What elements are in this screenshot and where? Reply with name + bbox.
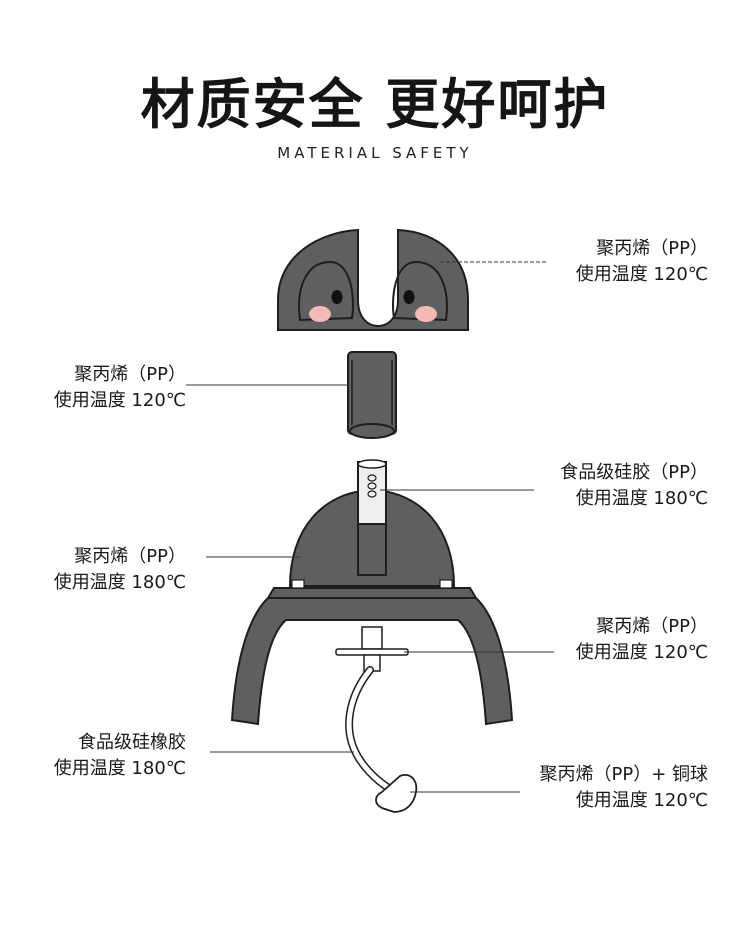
- page-subtitle: MATERIAL SAFETY: [277, 144, 473, 162]
- weight-label: 聚丙烯（PP）+ 铜球 使用温度 120℃: [500, 762, 708, 814]
- sleeve-label: 聚丙烯（PP） 使用温度 120℃: [20, 362, 186, 414]
- left-eye-icon: [331, 290, 343, 304]
- sleeve-part: [347, 351, 397, 439]
- sleeve-material: 聚丙烯（PP）: [74, 364, 186, 385]
- straw-temperature: 使用温度 180℃: [575, 488, 708, 509]
- tube-temperature: 使用温度 180℃: [53, 758, 186, 779]
- disc-label: 聚丙烯（PP） 使用温度 120℃: [552, 614, 708, 666]
- page-title: 材质安全 更好呵护: [140, 73, 610, 136]
- tube-label: 食品级硅橡胶 使用温度 180℃: [20, 730, 186, 782]
- body-temperature: 使用温度 180℃: [53, 572, 186, 593]
- lid-part: [277, 228, 469, 331]
- disc-temperature: 使用温度 120℃: [575, 642, 708, 663]
- straw-label: 食品级硅胶（PP） 使用温度 180℃: [530, 460, 708, 512]
- straw-assembly-part: [335, 626, 418, 813]
- lid-label: 聚丙烯（PP） 使用温度 120℃: [552, 236, 708, 288]
- body-label: 聚丙烯（PP） 使用温度 180℃: [20, 544, 186, 596]
- lid-temperature: 使用温度 120℃: [575, 264, 708, 285]
- left-cheek-icon: [309, 306, 331, 322]
- weight-temperature: 使用温度 120℃: [575, 790, 708, 811]
- body-material: 聚丙烯（PP）: [74, 546, 186, 567]
- right-cheek-icon: [415, 306, 437, 322]
- right-eye-icon: [403, 290, 415, 304]
- straw-material: 食品级硅胶（PP）: [560, 462, 708, 483]
- tube-material: 食品级硅橡胶: [78, 732, 186, 753]
- lid-material: 聚丙烯（PP）: [596, 238, 708, 259]
- weight-material: 聚丙烯（PP）+ 铜球: [539, 764, 708, 785]
- body-part: [230, 459, 514, 726]
- sleeve-temperature: 使用温度 120℃: [53, 390, 186, 411]
- disc-material: 聚丙烯（PP）: [596, 616, 708, 637]
